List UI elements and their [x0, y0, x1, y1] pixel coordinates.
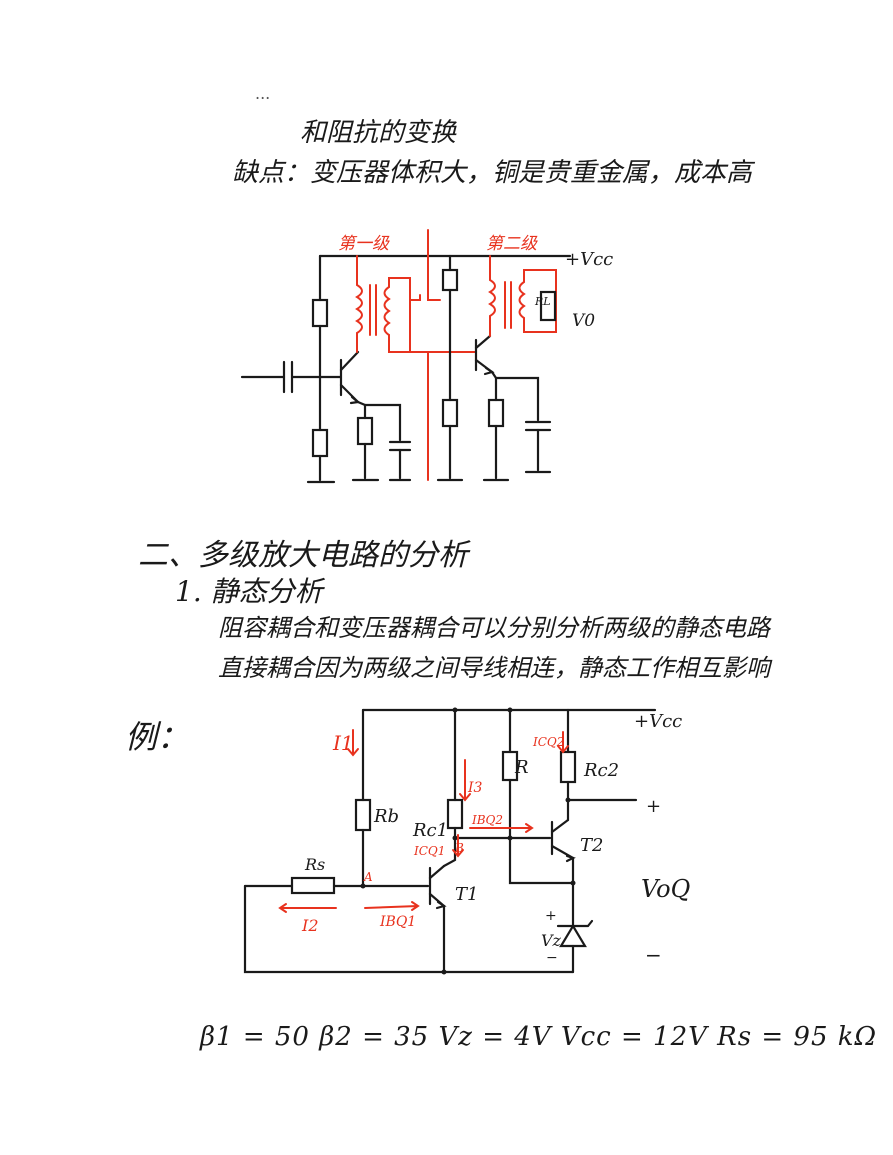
analysis-point-2: 直接耦合因为两级之间导线相连，静态工作相互影响 — [218, 654, 770, 682]
ibq2-label: IBQ2 — [471, 813, 503, 827]
stage1-label: 第一级 — [338, 234, 390, 254]
load-resistor — [539, 290, 557, 322]
example-label: 例： — [125, 718, 190, 756]
disadvantage-text: 缺点：变压器体积大，铜是贵重金属，成本高 — [232, 158, 753, 188]
i3-label: I3 — [467, 780, 483, 796]
vz-plus-label: + — [545, 908, 557, 924]
resistor-rb1-bottom — [311, 428, 329, 458]
resistor-rc1 — [446, 798, 464, 830]
i2-label: I2 — [301, 916, 319, 935]
rc1-label: Rc1 — [412, 820, 448, 841]
stage2-label: 第二级 — [486, 234, 538, 254]
vo-label: V0 — [572, 311, 595, 331]
output-minus-label: − — [645, 943, 662, 967]
a-node-label: A — [363, 870, 373, 884]
resistor-rs — [290, 876, 336, 895]
vz-minus-label: − — [546, 950, 558, 966]
zener-diode — [559, 923, 587, 948]
impedance-transform-text: 和阻抗的变换 — [300, 118, 457, 148]
icq1-label: ICQ1 — [413, 844, 445, 858]
icq2-label: ICQ2 — [532, 735, 564, 749]
parameters-line: β1 = 50 β2 = 35 Vz = 4V Vcc = 12V Rs = 9… — [200, 1022, 878, 1052]
analysis-point-1: 阻容耦合和变压器耦合可以分别分析两级的静态电路 — [218, 614, 770, 642]
subsection-title: 1. 静态分析 — [175, 575, 323, 608]
vcc-label-1: +Vcc — [565, 249, 613, 270]
resistor-rc2 — [559, 750, 577, 784]
voq-label: VoQ — [641, 875, 690, 903]
resistor-rb1-top — [311, 298, 329, 328]
rb-label: Rb — [373, 806, 399, 827]
output-plus-label: + — [646, 796, 661, 817]
vcc-label-2: +Vcc — [634, 711, 682, 732]
partial-top-text: ... — [255, 84, 271, 103]
ibq1-label: IBQ1 — [379, 914, 416, 930]
resistor-rb — [354, 798, 372, 832]
rc2-label: Rc2 — [583, 760, 619, 781]
vz-label: Vz — [541, 931, 562, 950]
rs-label: Rs — [304, 855, 325, 874]
i1-label: I1 — [332, 731, 354, 755]
rl-label: RL — [534, 295, 551, 308]
direct-coupled-circuit: +Vcc I1 ICQ2 R Rc2 Rb Rc1 I3 IBQ2 T2 ICQ… — [243, 707, 690, 975]
section-title: 二、多级放大电路的分析 — [138, 538, 468, 573]
transformer-coupled-circuit: 第一级 第二级 +Vcc RL V0 — [240, 229, 613, 484]
b-node-label: B — [454, 841, 464, 855]
r-label: R — [514, 757, 529, 778]
t2-label: T2 — [580, 835, 603, 856]
t1-label: T1 — [455, 884, 478, 905]
